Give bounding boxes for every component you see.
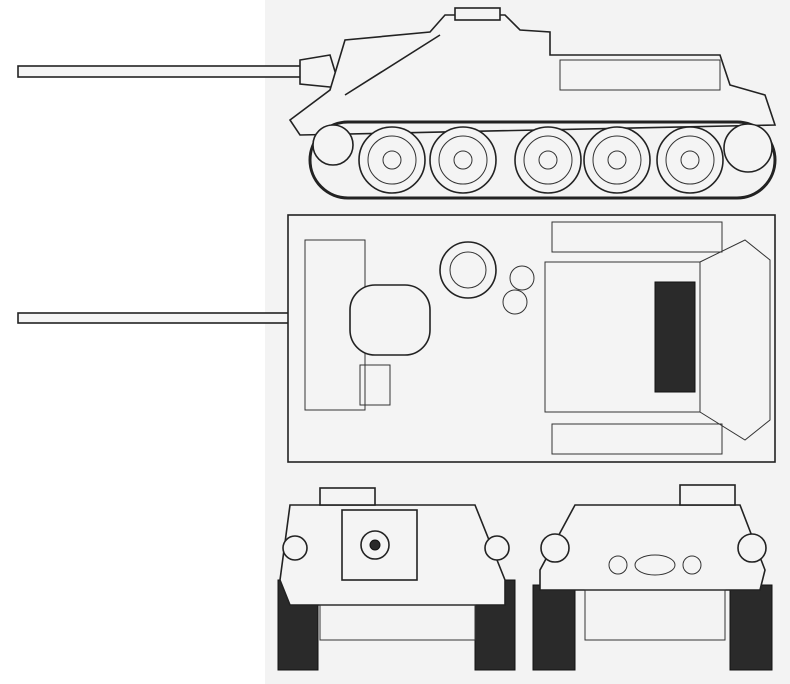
hatch-1 (509, 265, 535, 291)
hull-rear (539, 504, 766, 591)
road-wheel-hub (438, 135, 488, 185)
engine-deck-side (559, 59, 721, 91)
road-wheel-5 (656, 126, 724, 194)
road-wheel-hub (453, 150, 473, 170)
muzzle-bore (369, 539, 381, 551)
road-wheel-hub (680, 150, 700, 170)
glacis-line (344, 34, 441, 96)
road-wheel-2 (429, 126, 497, 194)
road-wheel-hub (382, 150, 402, 170)
road-wheel-4 (583, 126, 651, 194)
road-wheels (358, 126, 724, 194)
hatch-2 (502, 289, 528, 315)
transmission-hatch (634, 554, 676, 576)
road-wheel-hub (607, 150, 627, 170)
road-wheel-hub (523, 135, 573, 185)
road-wheel-hub (665, 135, 715, 185)
top-view (17, 214, 776, 463)
gun-mantlet-top (349, 284, 431, 356)
fuel-drum-right (737, 533, 767, 563)
drive-sprocket (723, 123, 773, 173)
road-wheel-3 (514, 126, 582, 194)
rear-plate-top (699, 239, 771, 441)
lower-glacis (319, 604, 476, 641)
right-fuel-tanks (551, 423, 723, 455)
road-wheel-hub (367, 135, 417, 185)
headlight-right (484, 535, 510, 561)
idler-wheel (312, 124, 354, 166)
exhaust-right (682, 555, 702, 575)
left-fuel-tanks (551, 221, 723, 253)
front-view (277, 487, 516, 671)
cupola-front (319, 487, 376, 506)
right-track-rear (729, 584, 773, 671)
gun-barrel-side (17, 65, 319, 78)
headlight-left (282, 535, 308, 561)
cupola-ring (449, 251, 487, 289)
commander-cupola-top (439, 241, 497, 299)
cupola-rear (679, 484, 736, 506)
stowage-box (359, 364, 391, 406)
commander-cupola-side (454, 7, 501, 21)
rear-plate (584, 589, 726, 641)
left-track-rear (532, 584, 576, 671)
side-view (17, 7, 777, 200)
track-side (308, 120, 777, 200)
rear-view (532, 484, 773, 671)
road-wheel-hub (538, 150, 558, 170)
road-wheel-1 (358, 126, 426, 194)
radiator-grille (654, 281, 696, 393)
road-wheel-hub (592, 135, 642, 185)
hull-side (288, 14, 777, 136)
fuel-drum-left (540, 533, 570, 563)
exhaust-left (608, 555, 628, 575)
